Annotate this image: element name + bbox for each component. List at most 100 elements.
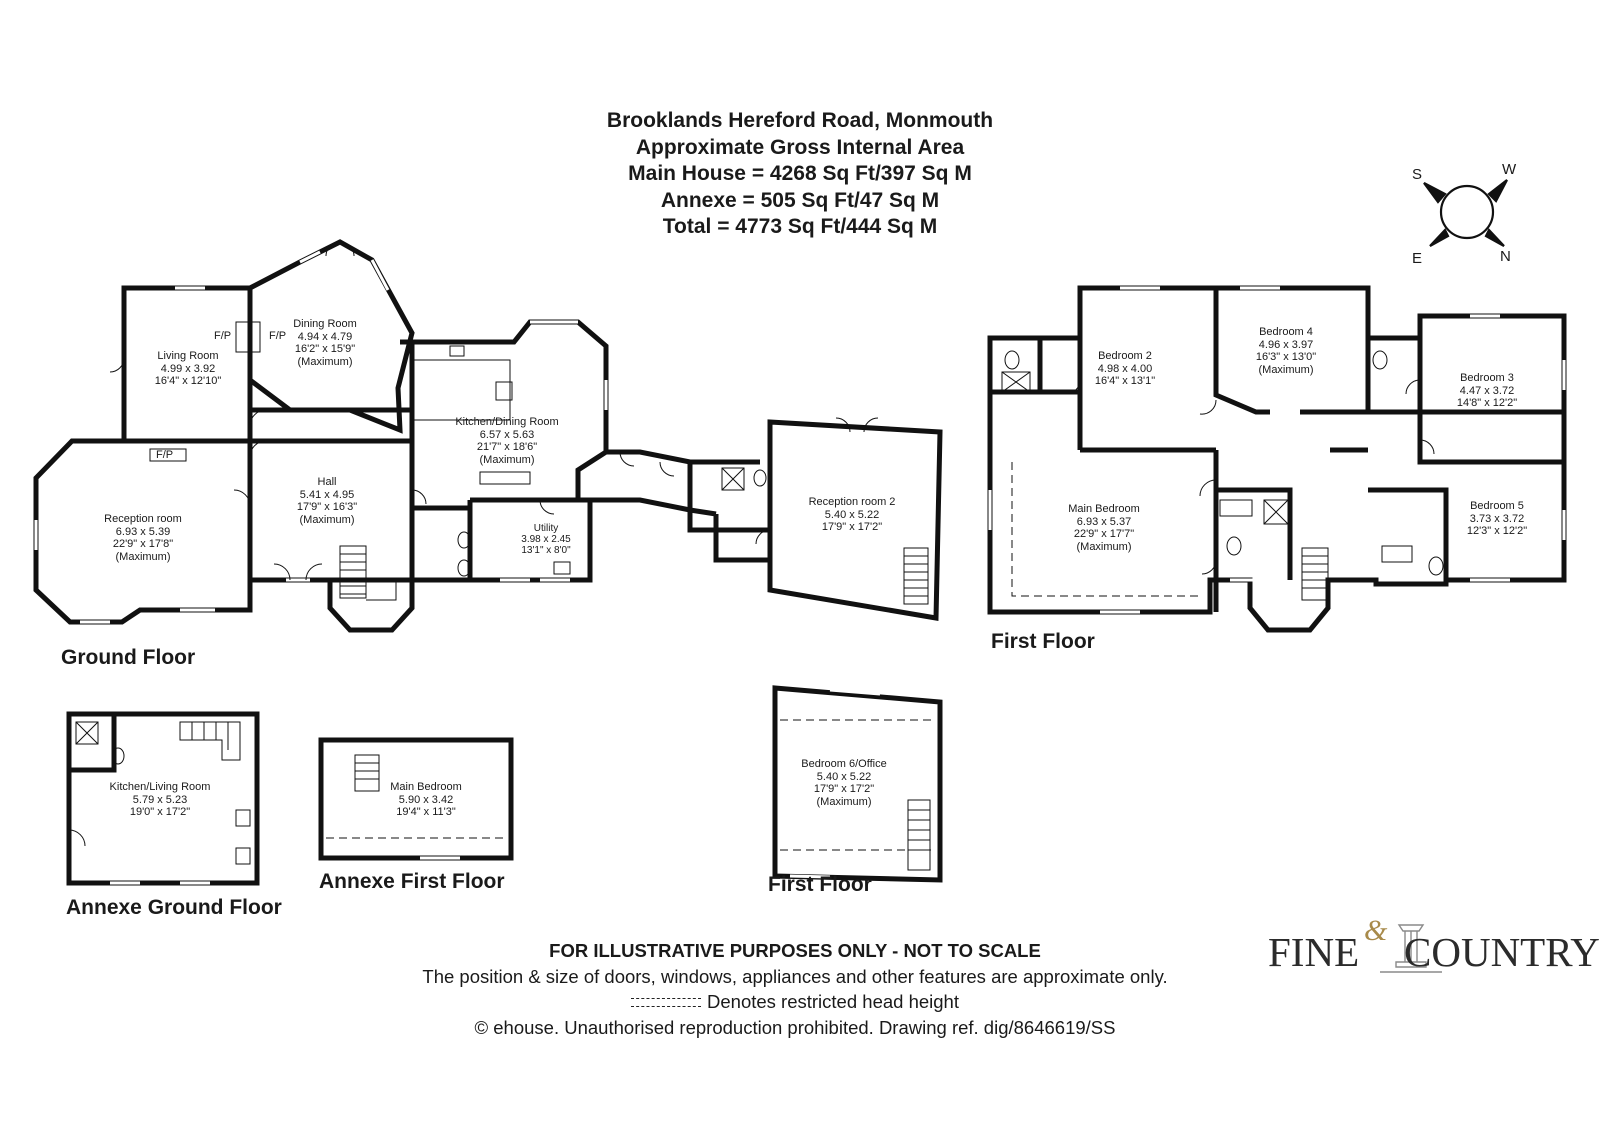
room-metric: 4.94 x 4.79 — [297, 330, 353, 343]
room-note: (Maximum) — [299, 513, 355, 526]
area-subtitle: Approximate Gross Internal Area — [635, 135, 965, 159]
room-name: Utility — [533, 523, 559, 534]
restricted-head-height — [326, 462, 1200, 851]
room-imperial: 14'8" x 12'2" — [1456, 397, 1518, 409]
fireplace-label-living: F/P — [214, 330, 232, 342]
room-name: Bedroom 3 — [1460, 372, 1514, 384]
compass-rose — [1423, 179, 1508, 247]
room-annexe-bedroom: Main Bedroom 5.90 x 3.42 19'4" x 11'3" — [390, 781, 462, 819]
room-main-bedroom: Main Bedroom 6.93 x 5.37 22'9" x 17'7" (… — [1068, 503, 1140, 553]
room-name: Bedroom 2 — [1098, 350, 1152, 362]
plan-footer: FOR ILLUSTRATIVE PURPOSES ONLY - NOT TO … — [340, 938, 1250, 1040]
stair-bay-walls — [327, 580, 415, 633]
room-metric: 6.93 x 5.39 — [115, 525, 171, 538]
annexe-ground-walls — [66, 711, 260, 886]
annexe-area: Annexe = 505 Sq Ft/47 Sq M — [660, 188, 940, 212]
annexe-stairs — [179, 721, 931, 871]
room-note: (Maximum) — [1076, 540, 1132, 553]
room-bedroom-4: Bedroom 4 4.96 x 3.97 16'3" x 13'0" (Max… — [1256, 326, 1316, 376]
floor-label-annexe-ground: Annexe Ground Floor — [66, 896, 282, 919]
room-bedroom-6: Bedroom 6/Office 5.40 x 5.22 17'9" x 17'… — [801, 758, 886, 808]
room-name: Main Bedroom — [1068, 503, 1140, 515]
room-imperial: 16'3" x 13'0" — [1255, 351, 1317, 363]
logo-word-fine: FINE — [1268, 929, 1360, 975]
room-hall: Hall 5.41 x 4.95 17'9" x 16'3" (Maximum) — [297, 476, 357, 526]
reception-room-walls — [33, 438, 253, 625]
room-metric: 5.40 x 5.22 — [816, 770, 872, 783]
compass-west: W — [1502, 161, 1517, 178]
room-utility: Utility 3.98 x 2.45 13'1" x 8'0" — [521, 523, 570, 556]
room-name: Bedroom 4 — [1259, 326, 1313, 338]
room-imperial: 13'1" x 8'0" — [521, 545, 571, 556]
restricted-text: Denotes restricted head height — [707, 991, 959, 1012]
main-house-area: Main House = 4268 Sq Ft/397 Sq M — [628, 162, 972, 185]
room-reception-2: Reception room 2 5.40 x 5.22 17'9" x 17'… — [809, 496, 896, 534]
room-metric: 4.47 x 3.72 — [1459, 384, 1515, 397]
room-name: Kitchen/Living Room — [109, 781, 211, 793]
disclaimer: FOR ILLUSTRATIVE PURPOSES ONLY - NOT TO … — [549, 940, 1041, 961]
room-name: Bedroom 6/Office — [801, 758, 887, 770]
logo-ampersand: & — [1364, 914, 1388, 947]
compass-east: E — [1412, 250, 1423, 267]
room-imperial: 16'4" x 12'10" — [154, 375, 222, 387]
room-living: Living Room 4.99 x 3.92 16'4" x 12'10" — [155, 350, 221, 388]
room-imperial: 16'4" x 13'1" — [1094, 375, 1156, 387]
annexe-upper-walls — [772, 685, 943, 883]
reception-room-2-walls — [767, 419, 943, 621]
room-dining: Dining Room 4.94 x 4.79 16'2" x 15'9" (M… — [293, 318, 357, 368]
room-note: (Maximum) — [297, 355, 353, 368]
room-reception: Reception room 6.93 x 5.39 22'9" x 17'8"… — [104, 513, 182, 563]
room-metric: 4.96 x 3.97 — [1258, 338, 1314, 351]
room-metric: 4.98 x 4.00 — [1097, 362, 1153, 375]
annexe-first-walls — [318, 737, 514, 861]
room-imperial: 17'9" x 16'3" — [296, 501, 358, 513]
room-note: (Maximum) — [115, 550, 171, 563]
room-note: (Maximum) — [816, 795, 872, 808]
restricted-dash-symbol — [631, 998, 702, 1007]
bathroom-fixtures — [75, 350, 1444, 765]
room-imperial: 19'4" x 11'3" — [396, 806, 456, 818]
room-metric: 5.79 x 5.23 — [132, 793, 188, 806]
room-imperial: 17'9" x 17'2" — [821, 521, 883, 533]
fine-and-country-logo: FINE & COUNTRY — [1268, 914, 1600, 998]
floor-label-annexe-upper: First Floor — [768, 873, 872, 896]
room-name: Reception room 2 — [808, 496, 896, 508]
room-name: Dining Room — [293, 318, 357, 330]
room-name: Reception room — [104, 513, 182, 525]
room-bedroom-5: Bedroom 5 3.73 x 3.72 12'3" x 12'2" — [1467, 500, 1527, 538]
room-imperial: 16'2" x 15'9" — [294, 343, 356, 355]
room-name: Kitchen/Dining Room — [455, 416, 559, 428]
room-name: Hall — [317, 476, 337, 488]
floor-label-annexe-first: Annexe First Floor — [319, 870, 505, 893]
fireplace-label-dining: F/P — [269, 330, 287, 342]
reception-2-stairs — [903, 547, 929, 605]
room-imperial: 19'0" x 17'2" — [129, 806, 191, 818]
hall-stairs — [339, 545, 397, 601]
room-annexe-kitchen: Kitchen/Living Room 5.79 x 5.23 19'0" x … — [110, 781, 211, 819]
position-note: The position & size of doors, windows, a… — [422, 965, 1168, 987]
room-imperial: 12'3" x 12'2" — [1466, 525, 1528, 537]
floor-label-first: First Floor — [991, 630, 1095, 653]
compass-south: S — [1412, 166, 1423, 183]
room-metric: 6.57 x 5.63 — [479, 428, 535, 441]
room-bedroom-3: Bedroom 3 4.47 x 3.72 14'8" x 12'2" — [1457, 372, 1517, 410]
fireplace-label-reception: F/P — [156, 449, 174, 461]
copyright: © ehouse. Unauthorised reproduction proh… — [474, 1016, 1116, 1038]
first-floor-stairs — [1301, 547, 1329, 601]
room-kitchen: Kitchen/Dining Room 6.57 x 5.63 21'7" x … — [455, 416, 558, 466]
plan-header: Brooklands Hereford Road, Monmouth Appro… — [470, 108, 1130, 241]
total-area: Total = 4773 Sq Ft/444 Sq M — [662, 215, 938, 238]
room-imperial: 22'9" x 17'8" — [112, 538, 174, 550]
kitchen-fixtures — [235, 345, 571, 865]
room-metric: 3.98 x 2.45 — [521, 534, 571, 545]
room-metric: 5.90 x 3.42 — [398, 793, 454, 806]
room-imperial: 22'9" x 17'7" — [1073, 528, 1135, 540]
room-name: Main Bedroom — [390, 781, 462, 793]
room-imperial: 21'7" x 18'6" — [476, 441, 538, 453]
room-metric: 5.41 x 4.95 — [299, 488, 355, 501]
room-name: Bedroom 5 — [1470, 500, 1524, 512]
room-bedroom-2: Bedroom 2 4.98 x 4.00 16'4" x 13'1" — [1095, 350, 1155, 388]
room-metric: 3.73 x 3.72 — [1469, 512, 1525, 525]
room-metric: 4.99 x 3.92 — [160, 362, 216, 375]
